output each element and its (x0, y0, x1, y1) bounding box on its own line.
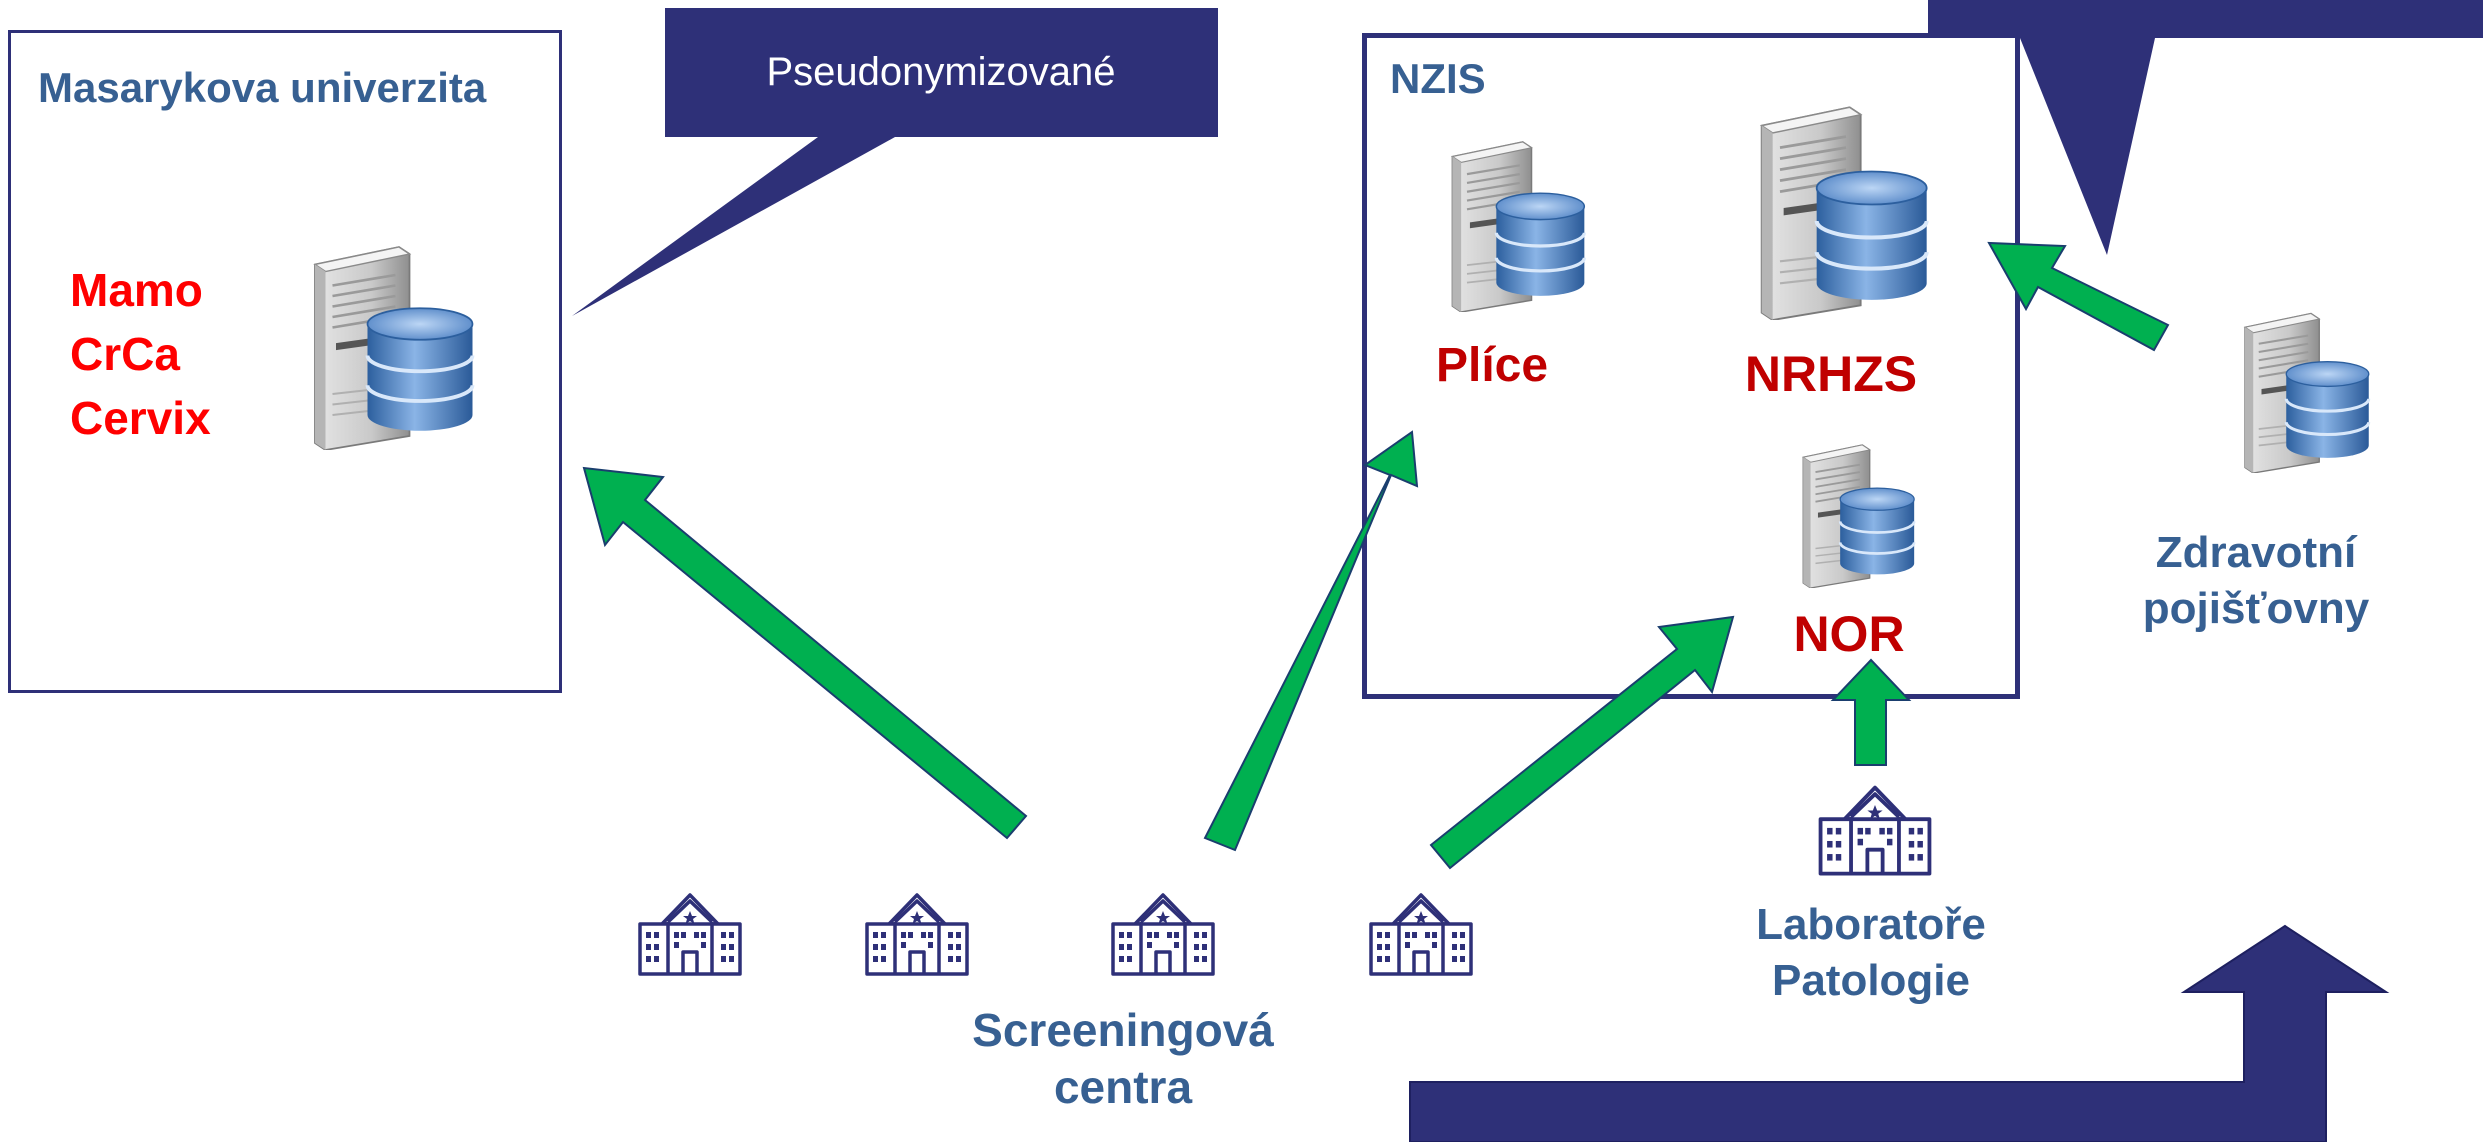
hospital-building-icon (1111, 893, 1215, 976)
insurers-label-line1: Zdravotní (2155, 528, 2357, 577)
plice-label: Plíce (1435, 339, 1549, 392)
server-database-icon (2243, 311, 2371, 473)
arrow-screening-to-nor (1429, 615, 1735, 870)
callout-top-right (1928, 0, 2483, 255)
screening-label-line2: centra (1053, 1061, 1193, 1113)
server-database-icon (315, 247, 473, 450)
hospital-building-icon (638, 893, 742, 976)
nrhzs-label: NRHZS (1744, 346, 1918, 402)
mu-box-title: Masarykova univerzita (38, 64, 487, 111)
mu-box (8, 30, 562, 693)
mu-registry-crca: CrCa (70, 328, 180, 380)
nzis-box-title: NZIS (1390, 55, 1486, 102)
hospital-building-icon (1369, 893, 1473, 976)
screening-label-line1: Screeningová (972, 1004, 1274, 1056)
mu-registry-mamo: Mamo (70, 264, 203, 316)
pathology-label-line2: Patologie (1771, 956, 1971, 1005)
hospital-building-icon (865, 893, 969, 976)
nzis-box (1362, 33, 2020, 699)
nor-label: NOR (1793, 606, 1905, 662)
callout-pseudonymized-text: Pseudonymizované (766, 50, 1115, 94)
server-database-icon (1762, 107, 1927, 320)
mu-registry-cervix: Cervix (70, 392, 211, 444)
arrow-screening-to-mu (582, 466, 1028, 840)
insurers-label-line2: pojišťovny (2142, 584, 2370, 633)
server-database-icon (1450, 140, 1587, 312)
arrow-insurers-to-nrhzs (1987, 241, 2170, 352)
arrow-pathology-to-nor (1830, 658, 1912, 766)
hospital-building-icon (1818, 785, 1932, 876)
arrow-screening-to-plice (1203, 430, 1419, 852)
server-database-icon (1801, 443, 1916, 588)
callout-pseudonymized: Pseudonymizované (572, 8, 1218, 316)
pathology-label-line1: Laboratoře (1756, 900, 1986, 949)
navy-arrow-bottom (1409, 924, 2390, 1142)
